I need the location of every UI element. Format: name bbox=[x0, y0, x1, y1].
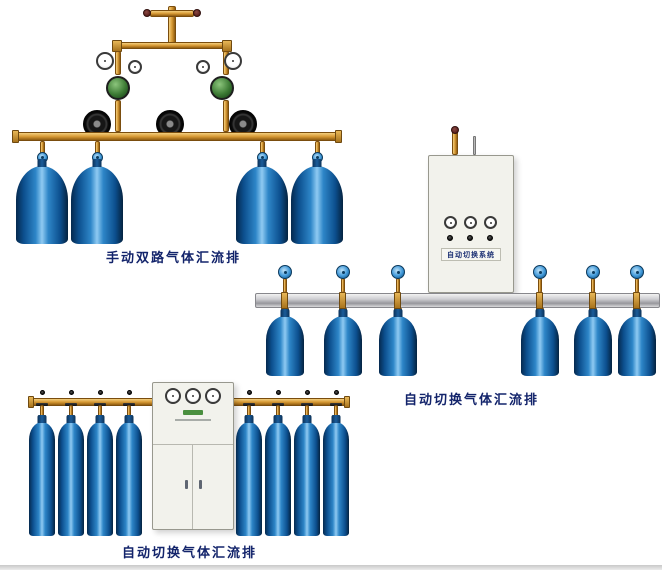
pipe-fitting bbox=[633, 292, 640, 309]
gas-cylinder bbox=[58, 422, 84, 536]
valve-stem bbox=[538, 278, 542, 293]
control-cabinet bbox=[152, 382, 234, 530]
valve-stem bbox=[341, 278, 345, 293]
valve-stem bbox=[635, 278, 639, 293]
control-knob bbox=[467, 235, 473, 241]
pressure-gauge bbox=[464, 216, 477, 229]
pipe-end-cap bbox=[344, 396, 350, 408]
valve-stem bbox=[283, 278, 287, 293]
pipe-valve bbox=[127, 390, 132, 395]
cylinder-valve-knob bbox=[391, 265, 405, 279]
cabinet-door-split bbox=[192, 445, 193, 529]
gas-cylinder bbox=[291, 166, 343, 244]
cylinder-valve-knob bbox=[533, 265, 547, 279]
figure-manual-dual-manifold bbox=[12, 6, 344, 250]
cylinder-valve-knob bbox=[336, 265, 350, 279]
pipe-fitting bbox=[589, 292, 596, 309]
cylinder-valve-knob bbox=[278, 265, 292, 279]
gas-cylinder bbox=[294, 422, 320, 536]
indicator-light bbox=[183, 410, 203, 415]
pipe-end-cap bbox=[335, 130, 342, 143]
cylinder-valve-knob bbox=[586, 265, 600, 279]
control-knob bbox=[487, 235, 493, 241]
valve-t-handle bbox=[123, 403, 135, 406]
pressure-gauge bbox=[444, 216, 457, 229]
gas-cylinder bbox=[265, 422, 291, 536]
figure-caption: 自动切换气体汇流排 bbox=[122, 546, 258, 561]
gas-cylinder bbox=[574, 316, 612, 376]
pipe-end-cap bbox=[12, 130, 19, 143]
valve-t-handle bbox=[94, 403, 106, 406]
pressure-gauge bbox=[96, 52, 114, 70]
page-bottom-edge bbox=[0, 565, 662, 570]
pipe-valve bbox=[247, 390, 252, 395]
valve-t-handle bbox=[243, 403, 255, 406]
figure-auto-switch-cabinet: 自动切换系统 bbox=[255, 126, 660, 393]
pressure-gauge bbox=[484, 216, 497, 229]
manifold-rail bbox=[255, 293, 660, 308]
valve-handle bbox=[451, 126, 459, 134]
pipe-valve bbox=[334, 390, 339, 395]
pipe-valve bbox=[276, 390, 281, 395]
pipe-valve bbox=[40, 390, 45, 395]
gas-cylinder bbox=[71, 166, 123, 244]
pressure-gauge bbox=[128, 60, 142, 74]
valve-t-handle bbox=[301, 403, 313, 406]
pipe-end-cap bbox=[28, 396, 34, 408]
figure-auto-switch-floor bbox=[28, 378, 350, 546]
cabinet-text-line bbox=[175, 419, 211, 421]
gas-cylinder bbox=[323, 422, 349, 536]
gas-cylinder bbox=[236, 166, 288, 244]
cylinder-valve-knob bbox=[630, 265, 644, 279]
valve-stem bbox=[591, 278, 595, 293]
pressure-gauge bbox=[185, 388, 201, 404]
header-pipe bbox=[116, 42, 228, 49]
pressure-gauge bbox=[205, 388, 221, 404]
riser-pipe bbox=[168, 16, 176, 44]
regulator-body bbox=[210, 76, 234, 100]
control-knob bbox=[447, 235, 453, 241]
valve-t-handle bbox=[272, 403, 284, 406]
valve-t-handle bbox=[330, 403, 342, 406]
pressure-gauge bbox=[196, 60, 210, 74]
cabinet-nameplate: 自动切换系统 bbox=[441, 248, 501, 261]
gas-cylinder bbox=[618, 316, 656, 376]
regulator-body bbox=[106, 76, 130, 100]
pipe-fitting bbox=[339, 292, 346, 309]
drop-pipe bbox=[223, 100, 229, 132]
pipe-valve bbox=[98, 390, 103, 395]
gas-cylinder bbox=[16, 166, 68, 244]
valve-stem bbox=[396, 278, 400, 293]
figure-caption: 手动双路气体汇流排 bbox=[106, 251, 242, 266]
gas-cylinder bbox=[87, 422, 113, 536]
figure-caption: 自动切换气体汇流排 bbox=[404, 393, 540, 408]
door-handle bbox=[185, 480, 188, 489]
cabinet-divider bbox=[153, 444, 233, 445]
cabinet-inlet-pipe bbox=[452, 131, 458, 155]
valve-t-handle bbox=[65, 403, 77, 406]
gas-cylinder bbox=[379, 316, 417, 376]
pipe-valve bbox=[305, 390, 310, 395]
valve-handle bbox=[193, 9, 201, 17]
pipe-fitting bbox=[281, 292, 288, 309]
gas-cylinder bbox=[266, 316, 304, 376]
drop-pipe bbox=[115, 51, 121, 75]
gas-cylinder bbox=[521, 316, 559, 376]
gas-cylinder bbox=[324, 316, 362, 376]
sensor-line bbox=[473, 136, 476, 155]
gas-cylinder bbox=[29, 422, 55, 536]
gas-cylinder bbox=[116, 422, 142, 536]
pipe-valve bbox=[69, 390, 74, 395]
gas-cylinder bbox=[236, 422, 262, 536]
valve-handle bbox=[143, 9, 151, 17]
pressure-gauge bbox=[165, 388, 181, 404]
door-handle bbox=[199, 480, 202, 489]
pipe-fitting bbox=[394, 292, 401, 309]
drop-pipe bbox=[115, 100, 121, 132]
pipe-fitting bbox=[536, 292, 543, 309]
valve-t-handle bbox=[36, 403, 48, 406]
pressure-gauge bbox=[224, 52, 242, 70]
